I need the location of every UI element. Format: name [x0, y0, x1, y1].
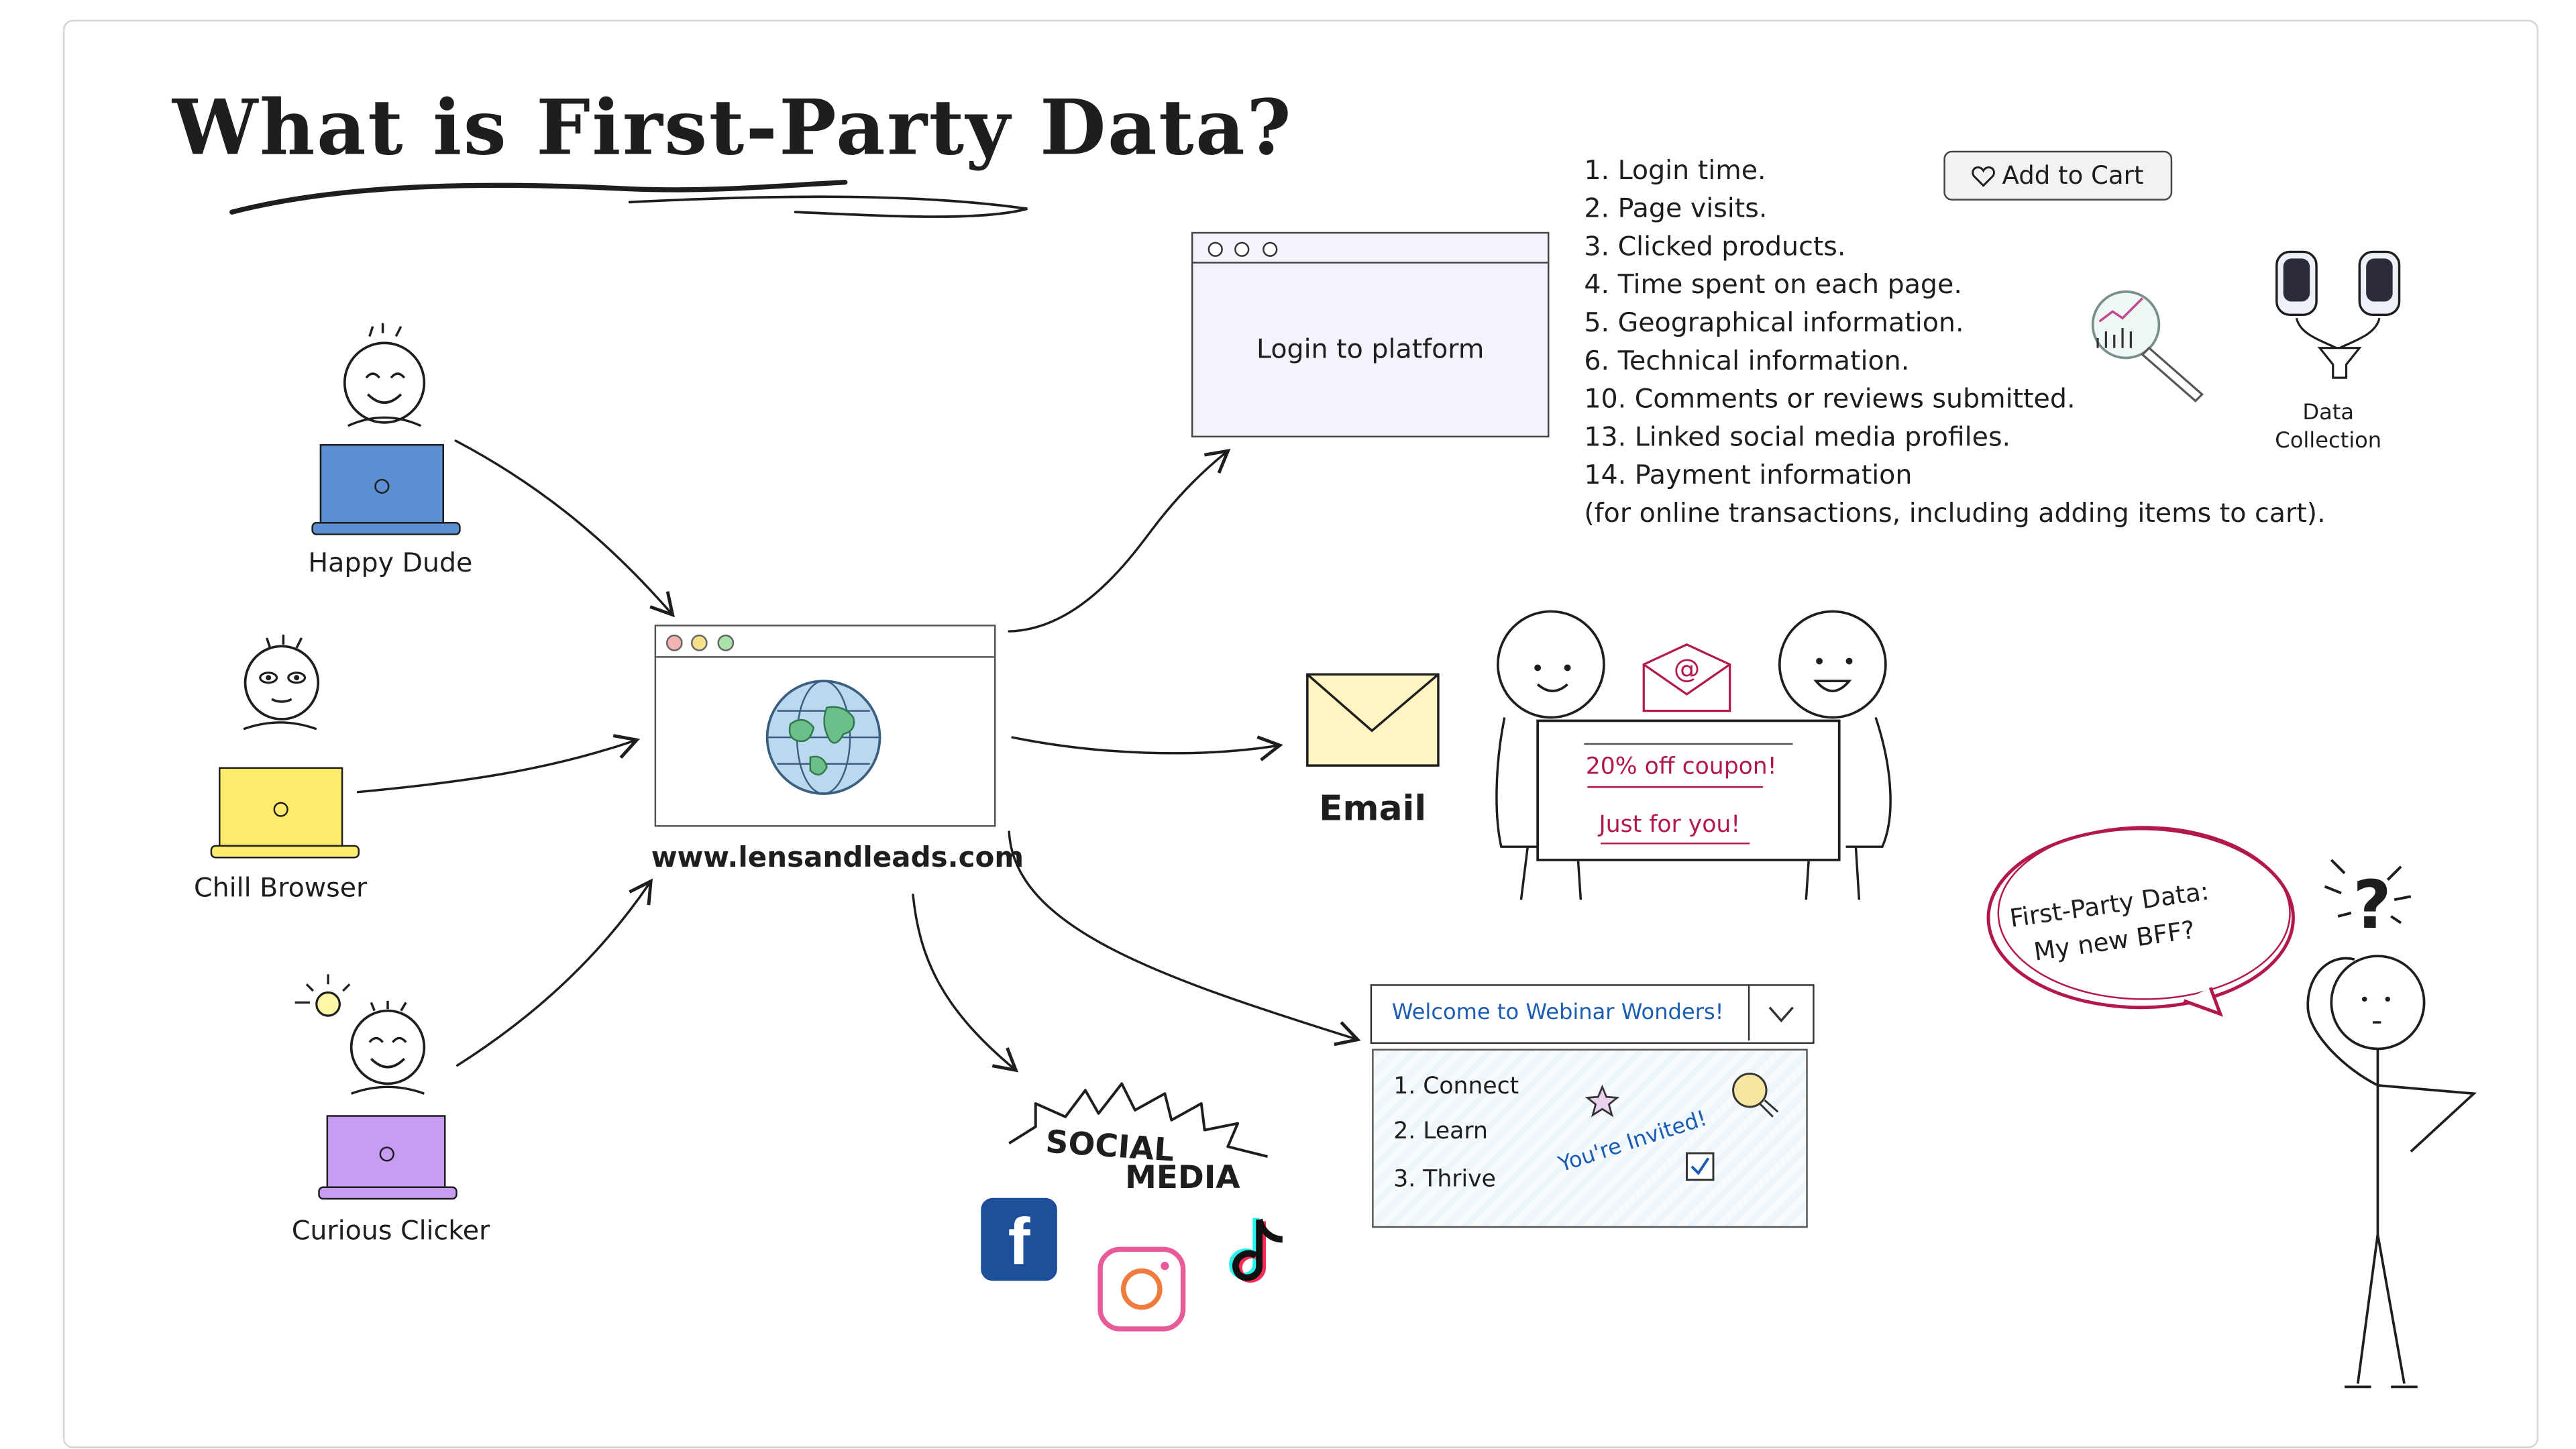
list-item: 3. Clicked products. — [1584, 230, 1846, 262]
list-item: 13. Linked social media profiles. — [1584, 421, 2011, 453]
list-item: 5. Geographical information. — [1584, 306, 1964, 338]
list-item: 10. Comments or reviews submitted. — [1584, 382, 2076, 415]
arrow-site-to-login — [1008, 449, 1231, 633]
lightbulb-icon — [1732, 1073, 1779, 1118]
social-media-label-line2: MEDIA — [1125, 1160, 1240, 1197]
user-label-chill-browser: Chill Browser — [193, 871, 368, 904]
globe-icon — [765, 680, 881, 795]
chill-browser-figure — [243, 635, 320, 731]
login-text: Login to platform — [1256, 333, 1485, 365]
data-collection-icon — [2275, 250, 2401, 379]
list-item: (for online transactions, including addi… — [1584, 497, 2326, 529]
webinar-title: Welcome to Webinar Wonders! — [1391, 1000, 1724, 1026]
magnifier-analytics-icon — [2091, 290, 2204, 402]
heart-icon — [1972, 165, 1996, 186]
add-to-cart-label: Add to Cart — [2002, 160, 2144, 191]
chevron-down-icon — [1768, 1006, 1794, 1022]
webinar-step: 1. Connect — [1393, 1073, 1519, 1101]
svg-text:?: ? — [2353, 867, 2391, 944]
happy-dude-laptop-base — [311, 522, 461, 535]
user-label-happy-dude: Happy Dude — [308, 547, 473, 579]
list-item: 1. Login time. — [1584, 154, 1766, 186]
instagram-icon[interactable] — [1097, 1246, 1186, 1332]
tiktok-icon[interactable] — [1220, 1213, 1296, 1296]
list-item: 14. Payment information — [1584, 459, 1913, 491]
webinar-step: 2. Learn — [1393, 1118, 1488, 1145]
star-icon — [1585, 1084, 1620, 1118]
coupon-text: 20% off coupon! — [1585, 753, 1777, 781]
title-underline — [229, 179, 1028, 218]
user-label-curious-clicker: Curious Clicker — [291, 1214, 490, 1246]
arrow-chill-to-site — [356, 734, 641, 794]
curious-clicker-figure — [350, 1000, 426, 1095]
facebook-icon[interactable]: f — [981, 1197, 1057, 1281]
coupon-tagline: Just for you! — [1599, 812, 1741, 839]
arrow-site-to-social — [912, 894, 1019, 1073]
checkbox-icon — [1685, 1152, 1715, 1181]
webinar-dropdown-toggle[interactable] — [1748, 985, 1813, 1041]
coupon-people-illustration: @ — [1495, 610, 1892, 900]
social-burst-shape — [1008, 1082, 1269, 1158]
list-item: 4. Time spent on each page. — [1584, 268, 1962, 301]
arrow-site-to-email — [1011, 735, 1283, 761]
arrow-curious-to-site — [455, 878, 653, 1067]
webinar-header[interactable]: Welcome to Webinar Wonders! — [1370, 984, 1815, 1044]
chill-browser-laptop-logo — [273, 802, 288, 817]
curious-clicker-laptop-logo — [379, 1146, 394, 1162]
list-item: 6. Technical information. — [1584, 344, 1910, 376]
arrow-site-to-webinar — [1008, 830, 1361, 1046]
page-title: What is First-Party Data? — [172, 83, 1293, 172]
arrow-happy-to-site — [454, 439, 675, 618]
envelope-icon — [1306, 673, 1440, 767]
webinar-step: 3. Thrive — [1393, 1166, 1496, 1193]
add-to-cart-button[interactable]: Add to Cart — [1943, 150, 2173, 201]
website-url: www.lensandleads.com — [651, 841, 1024, 875]
curious-clicker-laptop-base — [318, 1186, 458, 1200]
login-window: Login to platform — [1191, 231, 1550, 438]
data-points-list: 1. Login time. 2. Page visits. 3. Clicke… — [1584, 151, 2325, 532]
svg-text:@: @ — [1674, 653, 1701, 684]
list-item: 2. Page visits. — [1584, 192, 1768, 224]
chill-browser-laptop-base — [210, 845, 360, 859]
data-collection-label: Data Collection — [2275, 400, 2382, 454]
email-label: Email — [1319, 788, 1427, 828]
speech-bubble — [1986, 826, 2295, 1017]
happy-dude-laptop-logo — [374, 478, 390, 494]
lightbulb-icon — [294, 974, 351, 1017]
happy-dude-figure — [343, 323, 426, 427]
confused-stick-figure: ? — [2306, 859, 2477, 1389]
webinar-body: 1. Connect 2. Learn 3. Thrive You're Inv… — [1372, 1049, 1808, 1228]
